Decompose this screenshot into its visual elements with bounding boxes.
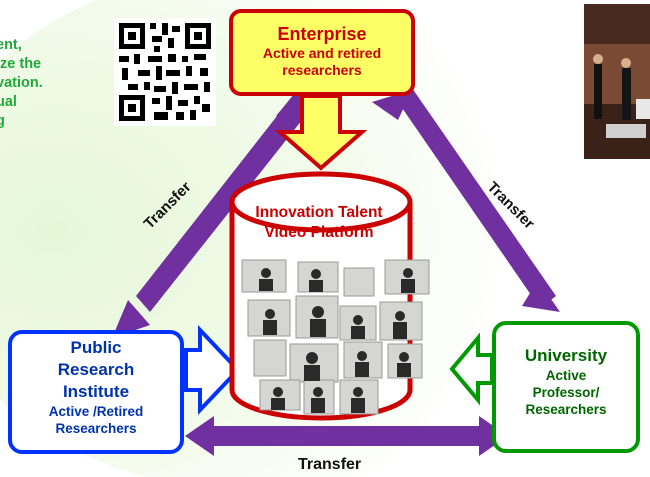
- enterprise-title: Enterprise: [277, 24, 367, 44]
- transfer-arrow-bottom: [185, 416, 508, 456]
- university-box: University Active Professor/ Researchers: [492, 321, 640, 453]
- intro-line: ent,: [0, 37, 22, 53]
- public-research-institute-box: Public Research Institute Active /Retire…: [8, 330, 184, 454]
- qr-code[interactable]: [114, 18, 216, 126]
- university-subtitle-line1: Active: [545, 368, 587, 383]
- video-thumbnail-grid: [241, 259, 430, 415]
- intro-line: ize the: [0, 56, 42, 72]
- conference-photo-image: [584, 4, 650, 159]
- university-title: University: [524, 346, 608, 365]
- institute-subtitle-line2: Researchers: [55, 421, 137, 436]
- platform-title-line2: Video Platform: [264, 224, 374, 241]
- institute-title-line3: Institute: [62, 382, 130, 401]
- institute-subtitle-line1: Active /Retired: [48, 404, 144, 419]
- arrow-university-to-platform: [449, 332, 494, 406]
- transfer-arrow-right: [372, 88, 560, 312]
- university-subtitle-line2: Professor/: [532, 385, 600, 400]
- enterprise-subtitle-line2: researchers: [282, 62, 362, 78]
- transfer-label-bottom: Transfer: [298, 456, 362, 473]
- enterprise-box: Enterprise Active and retired researcher…: [229, 9, 415, 96]
- arrow-enterprise-to-platform: [274, 94, 368, 171]
- university-subtitle-line3: Researchers: [525, 402, 607, 417]
- enterprise-subtitle-line1: Active and retired: [262, 45, 382, 61]
- arrow-institute-to-platform: [184, 324, 241, 416]
- platform-title: Innovation Talent Video Platform: [243, 203, 395, 243]
- intro-line: ual: [0, 94, 17, 110]
- institute-title-line1: Public: [70, 338, 122, 357]
- intro-line: g: [0, 113, 5, 129]
- institute-title-line2: Research: [57, 360, 135, 379]
- intro-text: ent, ize the vation. ual g: [0, 36, 92, 131]
- intro-line: vation.: [0, 75, 43, 91]
- platform-title-line1: Innovation Talent: [255, 204, 383, 221]
- conference-photo: [584, 4, 650, 159]
